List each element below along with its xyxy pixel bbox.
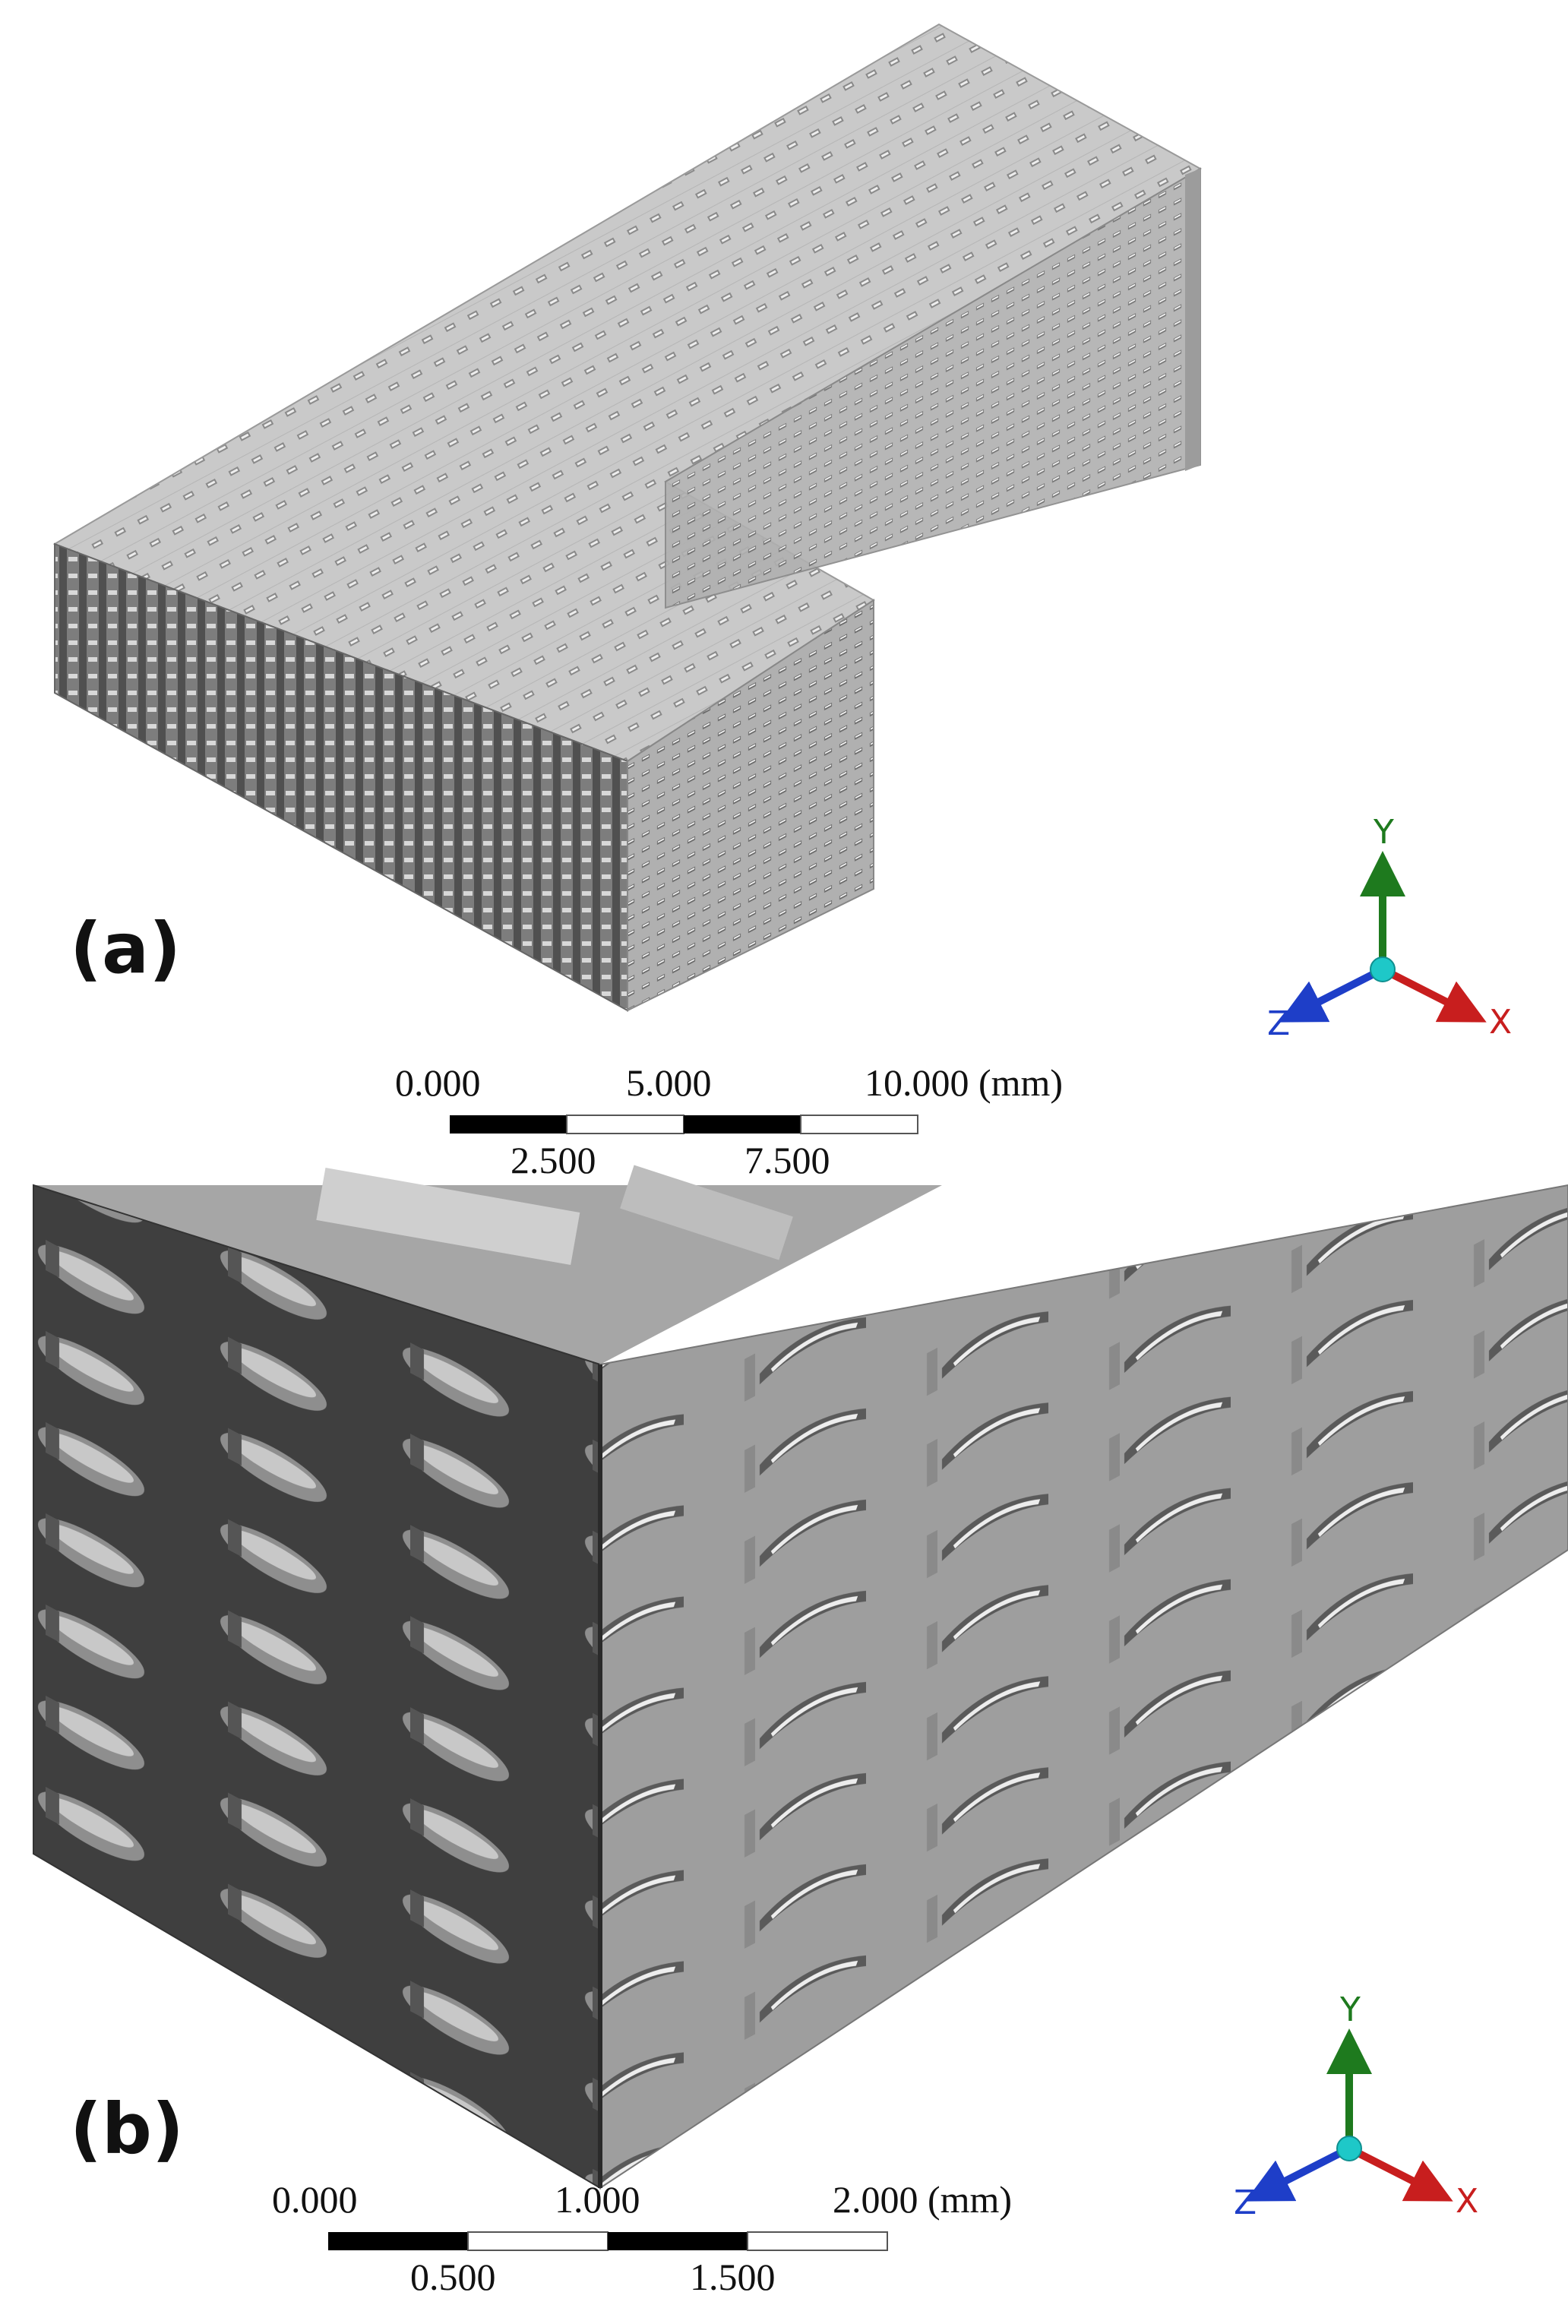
scale-segment-3 — [684, 1115, 801, 1134]
panel-a-axis-triad: Y X Z — [1267, 813, 1512, 1043]
scale-segment-4 — [800, 1115, 918, 1134]
scale-top-label-1: 5.000 — [626, 1061, 712, 1104]
panel-b-axis-triad: Y X Z — [1234, 1990, 1478, 2222]
x-axis-arrow — [1347, 2145, 1453, 2202]
origin-sphere — [1336, 2136, 1362, 2161]
y-axis-label: Y — [1339, 1990, 1361, 2029]
panel-b-scale-bar: 0.000 1.000 2.000 (mm) 0.500 1.500 — [272, 2178, 1012, 2298]
z-axis-label: Z — [1234, 2183, 1257, 2222]
scale-segment-1 — [450, 1115, 567, 1134]
closeup-top-rod-1 — [316, 1167, 580, 1265]
z-axis-arrow — [1245, 2145, 1351, 2202]
x-axis-arrow — [1380, 966, 1487, 1023]
x-axis-label: X — [1456, 2182, 1478, 2221]
x-axis-label: X — [1489, 1003, 1512, 1042]
panel-a-scale-bar: 0.000 5.000 10.000 (mm) 2.500 7.500 — [395, 1061, 1063, 1181]
scale-bottom-label-0: 0.500 — [410, 2256, 496, 2298]
scale-top-label-0: 0.000 — [395, 1061, 481, 1104]
scale-segment-1 — [328, 2232, 468, 2250]
scale-segment-4 — [747, 2231, 888, 2251]
scale-top-label-2: 10.000 (mm) — [865, 1061, 1063, 1104]
scale-bottom-label-1: 1.500 — [690, 2256, 776, 2298]
y-axis-label: Y — [1373, 813, 1394, 852]
scale-segment-3 — [608, 2232, 748, 2250]
lattice-right-face-short-leg — [627, 599, 874, 1012]
z-axis-label: Z — [1267, 1004, 1290, 1043]
panel-a-lattice-model — [52, 23, 1203, 1012]
scale-segment-2 — [467, 2231, 609, 2251]
scale-bottom-label-0: 2.500 — [511, 1139, 596, 1181]
scale-top-label-1: 1.000 — [555, 2178, 640, 2221]
scale-top-label-2: 2.000 (mm) — [833, 2178, 1012, 2221]
scale-top-label-0: 0.000 — [272, 2178, 358, 2221]
panel-b-label: (b) — [70, 2088, 184, 2170]
closeup-right-face — [599, 1184, 1568, 2190]
panel-a-label: (a) — [70, 908, 181, 989]
lattice-right-face-long-leg — [1185, 169, 1200, 471]
panel-b-lattice-closeup — [33, 1165, 1568, 2190]
z-axis-arrow — [1279, 966, 1385, 1023]
origin-sphere — [1370, 956, 1396, 982]
scale-bottom-label-1: 7.500 — [744, 1139, 830, 1181]
closeup-top-rod-2 — [620, 1165, 793, 1260]
scale-segment-2 — [566, 1115, 684, 1134]
